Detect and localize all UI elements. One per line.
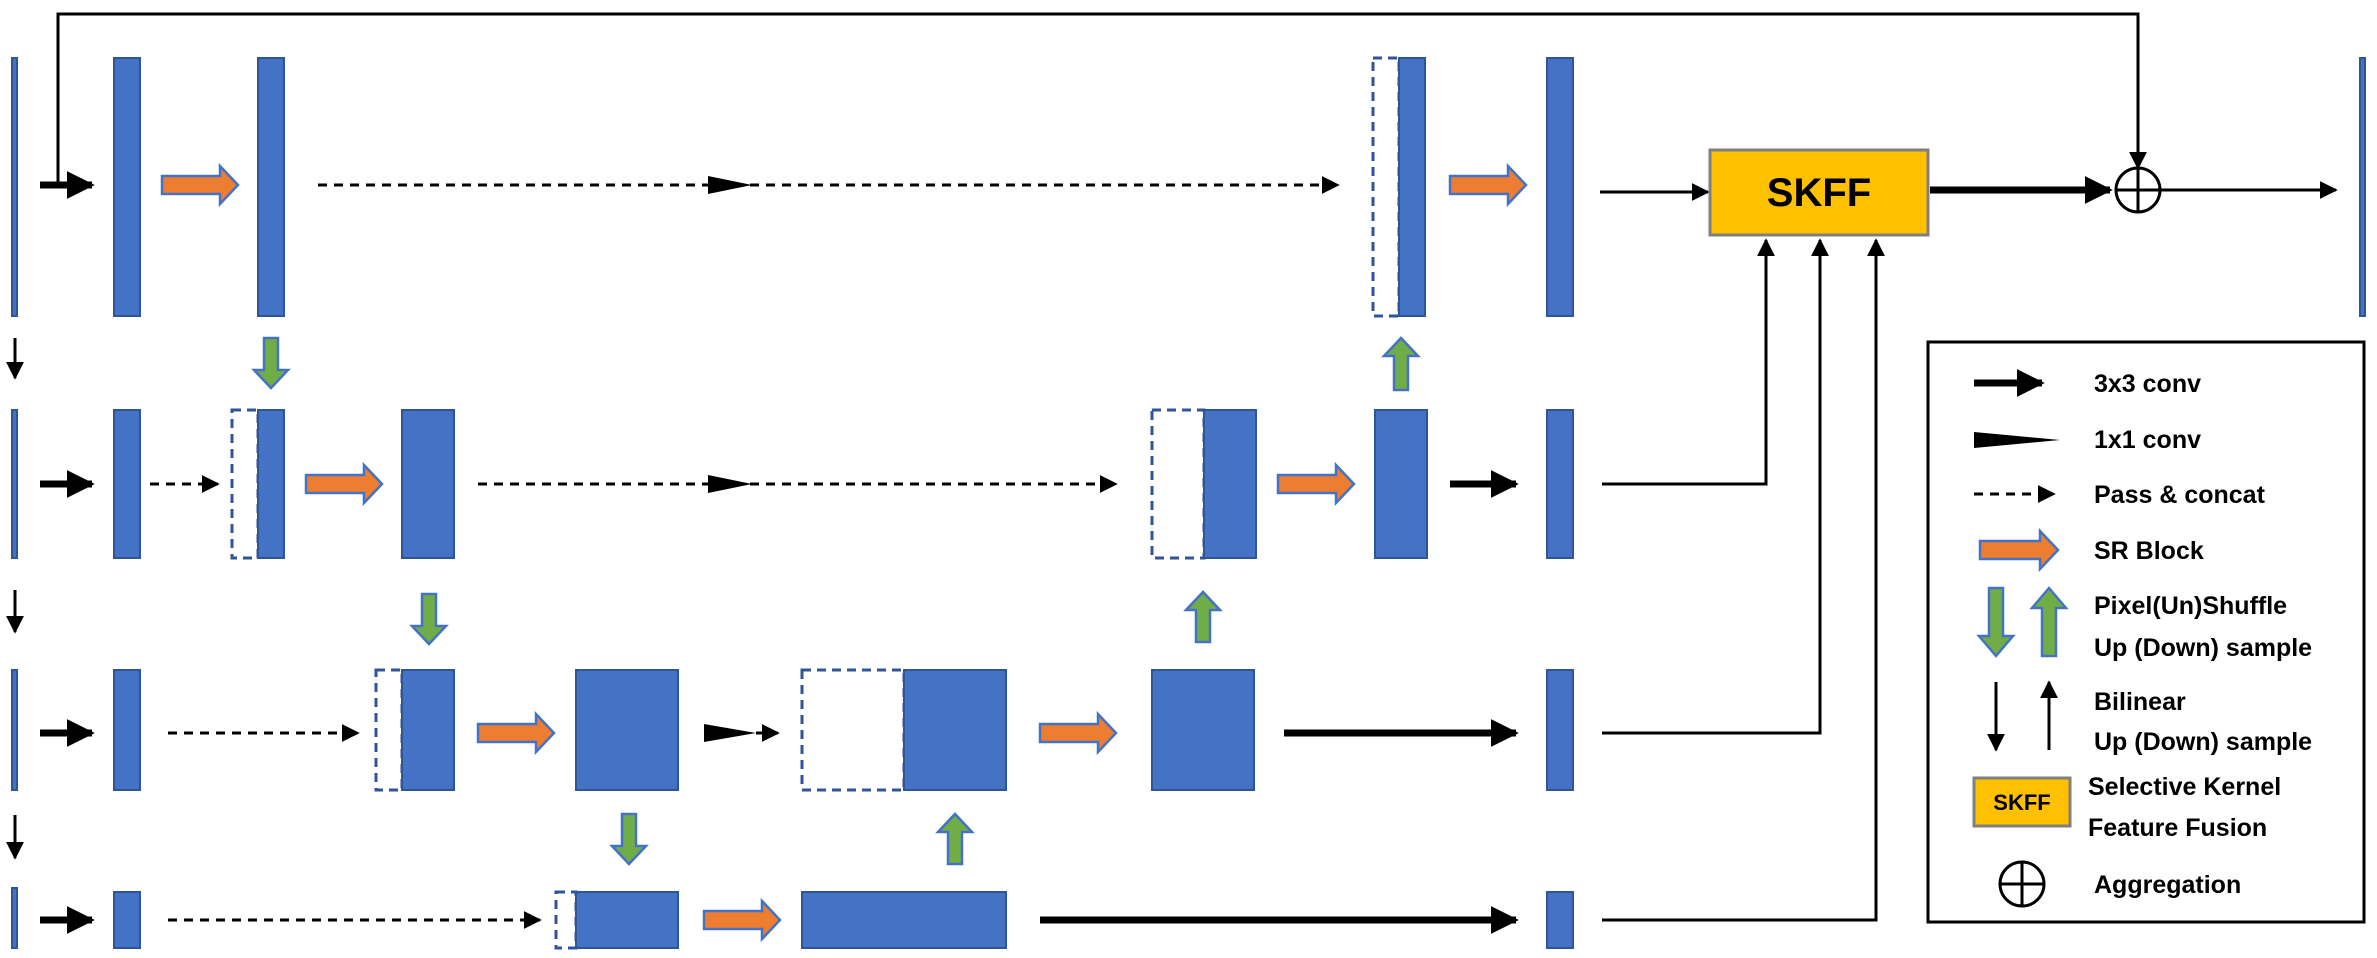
feature-block [257,409,285,559]
legend-bilinear-label-2: Up (Down) sample [2094,728,2312,756]
pixel-shuffle-up-arrow [1183,590,1223,644]
concat-placeholder [554,890,578,950]
sr-block-arrow [304,461,384,507]
pixel-shuffle-up-arrow [1381,336,1421,392]
legend-pass-concat-label: Pass & concat [2094,481,2266,509]
conv1x1-arrow [708,176,752,194]
feature-block [575,669,679,791]
sr-block-arrow [1448,162,1528,208]
skff-label: SKFF [1767,171,1871,215]
legend-pixel-shuffle-label-2: Up (Down) sample [2094,634,2312,662]
feature-block [575,891,679,949]
conv1x1-arrow [704,724,756,742]
concat-placeholder [374,668,404,792]
legend-aggregation-icon [1998,860,2046,908]
concat-placeholder [800,668,906,792]
pixel-shuffle-up-arrow [935,812,975,866]
feature-block [1546,57,1574,317]
concat-placeholder [230,408,260,560]
feature-block [1203,409,1257,559]
legend-skff-icon-label: SKFF [1993,790,2050,815]
legend-conv3x3-label: 3x3 conv [2094,370,2201,398]
sr-block-arrow [702,897,782,943]
feature-block [113,57,141,317]
legend-pixel-shuffle-icon [2029,586,2069,658]
legend-aggregation-label: Aggregation [2094,871,2241,899]
sr-block-arrow [160,162,240,208]
input-bar-level-2 [11,409,18,559]
skff-module [1708,148,1930,237]
pixel-unshuffle-down-arrow [609,812,649,866]
skff-input-line [1602,238,1775,486]
feature-block [401,409,455,559]
sr-block-arrow [1276,461,1356,507]
legend-pixel-shuffle-label-1: Pixel(Un)Shuffle [2094,592,2287,620]
input-bar-level-3 [11,669,18,791]
legend-skff-label-1: Selective Kernel [2088,773,2281,801]
legend-skff-icon [1972,776,2072,828]
feature-block [1374,409,1428,559]
feature-block [903,669,1007,791]
legend-bilinear-label-1: Bilinear [2094,688,2186,716]
feature-block [113,409,141,559]
feature-block [113,669,141,791]
legend-skff-label-2: Feature Fusion [2088,814,2267,842]
feature-block [1546,409,1574,559]
feature-block [401,669,455,791]
legend-sr-block-label: SR Block [2094,537,2204,565]
sr-block-arrow [476,710,556,756]
feature-block [1398,57,1426,317]
aggregation-icon [2114,166,2162,214]
legend: 3x3 conv 1x1 conv Pass & concat SR Block… [1926,340,2366,924]
feature-block [801,891,1007,949]
legend-pixel-unshuffle-icon [1976,586,2016,658]
pixel-unshuffle-down-arrow [409,592,449,646]
concat-placeholder [1150,408,1206,560]
legend-conv1x1-icon [1974,432,2060,448]
legend-conv1x1-label: 1x1 conv [2094,426,2201,454]
feature-block [1151,669,1255,791]
conv1x1-arrow [708,475,752,493]
feature-block [113,891,141,949]
feature-block [1546,891,1574,949]
pixel-unshuffle-down-arrow [251,336,291,390]
input-bar-level-1 [11,57,18,317]
concat-placeholder [1371,56,1401,318]
feature-block [1546,669,1574,791]
skff-input-line [1602,238,1885,922]
skff-input-line [1602,238,1829,735]
input-bar-level-4 [11,887,18,949]
feature-block [257,57,285,317]
output-bar [2359,57,2366,317]
sr-block-arrow [1038,710,1118,756]
legend-sr-block-icon [1978,527,2060,573]
